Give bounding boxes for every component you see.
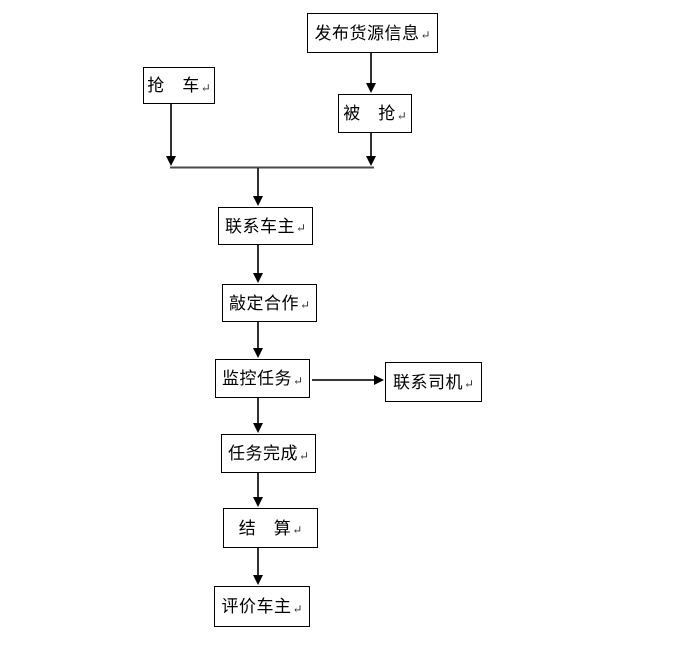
- paragraph-return-mark: ↵: [292, 601, 303, 616]
- node-got-grabbed-label: 被 抢: [343, 104, 396, 123]
- node-task-complete-label: 任务完成: [227, 444, 298, 463]
- arrow-monitor-to-complete: [253, 398, 263, 433]
- paragraph-return-mark: ↵: [200, 80, 211, 95]
- paragraph-return-mark: ↵: [298, 448, 310, 463]
- paragraph-return-mark: ↵: [463, 377, 475, 391]
- node-settlement: 结 算↵: [223, 508, 318, 548]
- paragraph-return-mark: ↵: [396, 108, 407, 123]
- arrow-contact-owner-to-finalize: [253, 245, 263, 283]
- node-finalize-coop-label: 敲定合作: [228, 293, 299, 313]
- node-evaluate-owner: 评价车主↵: [214, 586, 310, 627]
- node-contact-owner: 联系车主↵: [218, 207, 313, 245]
- arrow-publish-to-grabbed: [366, 53, 376, 93]
- node-got-grabbed: 被 抢↵: [338, 94, 412, 133]
- arrow-complete-to-settlement: [253, 473, 263, 507]
- node-contact-owner-label: 联系车主: [224, 216, 295, 236]
- node-evaluate-owner-label: 评价车主: [221, 597, 292, 616]
- node-finalize-coop: 敲定合作↵: [222, 284, 317, 322]
- paragraph-return-mark: ↵: [292, 373, 304, 388]
- node-contact-driver-label: 联系司机: [392, 372, 463, 392]
- paragraph-return-mark: ↵: [420, 28, 431, 42]
- node-settlement-label: 结 算: [238, 518, 292, 538]
- paragraph-return-mark: ↵: [292, 523, 303, 537]
- arrow-finalize-to-monitor: [253, 322, 263, 358]
- node-monitor-task-label: 监控任务: [221, 369, 292, 388]
- node-task-complete: 任务完成↵: [221, 434, 316, 473]
- arrow-settlement-to-evaluate: [253, 548, 263, 585]
- arrow-monitor-to-contact-driver: [312, 375, 384, 385]
- node-publish-info-label: 发布货源信息: [314, 23, 420, 43]
- paragraph-return-mark: ↵: [295, 221, 307, 235]
- node-publish-info: 发布货源信息↵: [307, 13, 438, 53]
- node-contact-driver: 联系司机↵: [385, 362, 482, 402]
- node-monitor-task: 监控任务↵: [215, 359, 310, 398]
- node-grab-vehicle-label: 抢 车: [147, 76, 200, 95]
- arrow-grab-to-merge: [166, 104, 176, 166]
- arrow-merge-to-contact-owner: [253, 168, 263, 206]
- node-grab-vehicle: 抢 车↵: [143, 67, 215, 104]
- paragraph-return-mark: ↵: [299, 298, 311, 312]
- arrow-grabbed-to-merge: [366, 133, 376, 166]
